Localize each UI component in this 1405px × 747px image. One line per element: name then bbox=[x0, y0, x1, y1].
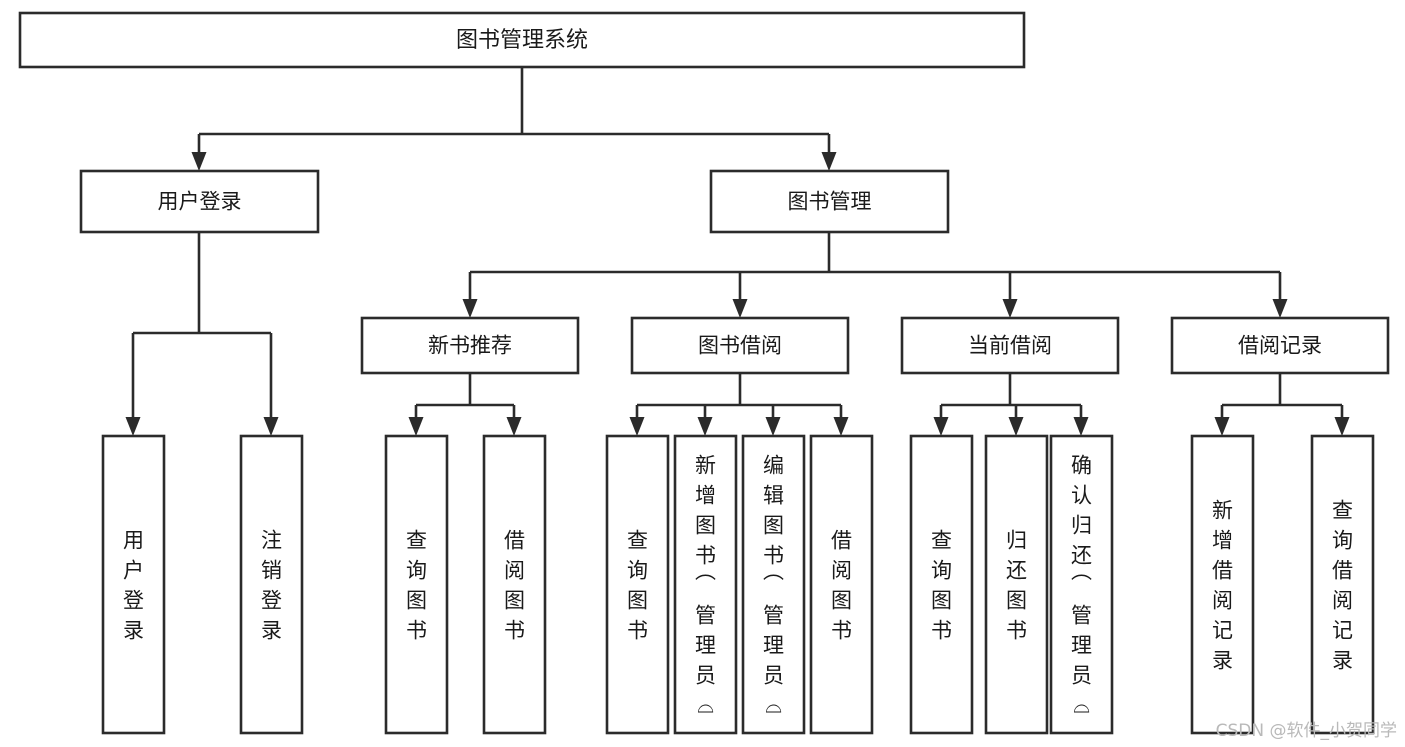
node-box bbox=[741, 434, 806, 735]
node-box bbox=[1049, 434, 1114, 735]
node-label: 查询图书 bbox=[931, 529, 952, 643]
connector-root-to-level1 bbox=[191, 67, 837, 171]
connector-record-to-leaves bbox=[1214, 373, 1350, 436]
node-leaf-query-book-rec[interactable]: 查询图书 bbox=[384, 434, 449, 735]
node-box bbox=[900, 316, 1120, 375]
arrow-head-icon bbox=[1073, 417, 1089, 436]
node-box bbox=[360, 316, 580, 375]
node-box bbox=[79, 169, 320, 234]
connector-borrow-to-leaves bbox=[629, 373, 849, 436]
node-box bbox=[482, 434, 547, 735]
node-label: 查询图书 bbox=[627, 529, 648, 643]
node-label: 确认归还⌒管理员⌓ bbox=[1071, 454, 1092, 718]
node-leaf-add-book-admin[interactable]: 新增图书⌒管理员⌓ bbox=[673, 434, 738, 735]
connector-user-login-to-leaves bbox=[125, 232, 279, 436]
arrow-head-icon bbox=[506, 417, 522, 436]
node-leaf-edit-book-admin[interactable]: 编辑图书⌒管理员⌓ bbox=[741, 434, 806, 735]
node-label: 新书推荐 bbox=[428, 334, 512, 358]
node-leaf-user-login[interactable]: 用户登录 bbox=[101, 434, 166, 735]
node-label: 图书管理系统 bbox=[456, 28, 588, 53]
connectors-layer bbox=[125, 67, 1350, 436]
node-root[interactable]: 图书管理系统 bbox=[18, 11, 1026, 69]
node-label: 用户登录 bbox=[123, 529, 144, 643]
node-box bbox=[1310, 434, 1375, 735]
arrow-head-icon bbox=[125, 417, 141, 436]
arrow-head-icon bbox=[933, 417, 949, 436]
node-box bbox=[384, 434, 449, 735]
arrow-head-icon bbox=[263, 417, 279, 436]
connector-recommend-to-leaves bbox=[408, 373, 522, 436]
node-new-book-recommend[interactable]: 新书推荐 bbox=[360, 316, 580, 375]
arrow-head-icon bbox=[462, 299, 478, 318]
node-leaf-query-book-cur[interactable]: 查询图书 bbox=[909, 434, 974, 735]
node-box bbox=[984, 434, 1049, 735]
node-leaf-query-borrow-record[interactable]: 查询借阅记录 bbox=[1310, 434, 1375, 735]
connector-book-manage-to-level2 bbox=[462, 232, 1288, 318]
arrow-head-icon bbox=[821, 152, 837, 171]
csdn-watermark: CSDN @软件_小贺同学 bbox=[1215, 721, 1397, 741]
node-current-borrow[interactable]: 当前借阅 bbox=[900, 316, 1120, 375]
node-label: 新增借阅记录 bbox=[1212, 499, 1233, 673]
node-label: 图书管理 bbox=[788, 190, 872, 214]
arrow-head-icon bbox=[1334, 417, 1350, 436]
node-leaf-borrow-book-rec[interactable]: 借阅图书 bbox=[482, 434, 547, 735]
node-leaf-return-book[interactable]: 归还图书 bbox=[984, 434, 1049, 735]
node-label: 图书借阅 bbox=[698, 334, 782, 358]
node-box bbox=[809, 434, 874, 735]
node-label: 编辑图书⌒管理员⌓ bbox=[763, 454, 784, 718]
arrow-head-icon bbox=[629, 417, 645, 436]
arrow-head-icon bbox=[191, 152, 207, 171]
node-label: 注销登录 bbox=[261, 529, 282, 643]
arrow-head-icon bbox=[833, 417, 849, 436]
arrow-head-icon bbox=[1008, 417, 1024, 436]
arrow-head-icon bbox=[1272, 299, 1288, 318]
node-book-manage[interactable]: 图书管理 bbox=[709, 169, 950, 234]
arrow-head-icon bbox=[732, 299, 748, 318]
arrow-head-icon bbox=[765, 417, 781, 436]
node-box bbox=[709, 169, 950, 234]
node-box bbox=[605, 434, 670, 735]
node-borrow-record[interactable]: 借阅记录 bbox=[1170, 316, 1390, 375]
node-box bbox=[18, 11, 1026, 69]
node-box bbox=[673, 434, 738, 735]
arrow-head-icon bbox=[1002, 299, 1018, 318]
node-leaf-confirm-return-admin[interactable]: 确认归还⌒管理员⌓ bbox=[1049, 434, 1114, 735]
node-label: 查询借阅记录 bbox=[1332, 499, 1353, 673]
node-label: 新增图书⌒管理员⌓ bbox=[695, 454, 716, 718]
arrow-head-icon bbox=[408, 417, 424, 436]
node-box bbox=[1190, 434, 1255, 735]
node-label: 借阅图书 bbox=[504, 529, 525, 643]
node-label: 用户登录 bbox=[158, 190, 242, 214]
connector-current-to-leaves bbox=[933, 373, 1089, 436]
node-box bbox=[630, 316, 850, 375]
node-box bbox=[1170, 316, 1390, 375]
node-box bbox=[239, 434, 304, 735]
node-box bbox=[101, 434, 166, 735]
nodes-layer: 图书管理系统用户登录图书管理新书推荐图书借阅当前借阅借阅记录用户登录注销登录查询… bbox=[18, 11, 1390, 735]
node-leaf-query-book-borrow[interactable]: 查询图书 bbox=[605, 434, 670, 735]
node-label: 查询图书 bbox=[406, 529, 427, 643]
node-label: 归还图书 bbox=[1006, 529, 1027, 643]
arrow-head-icon bbox=[1214, 417, 1230, 436]
arrow-head-icon bbox=[697, 417, 713, 436]
node-label: 借阅图书 bbox=[831, 529, 852, 643]
node-label: 借阅记录 bbox=[1238, 334, 1322, 358]
node-book-borrow[interactable]: 图书借阅 bbox=[630, 316, 850, 375]
node-user-login[interactable]: 用户登录 bbox=[79, 169, 320, 234]
node-box bbox=[909, 434, 974, 735]
node-leaf-add-borrow-record[interactable]: 新增借阅记录 bbox=[1190, 434, 1255, 735]
node-label: 当前借阅 bbox=[968, 334, 1052, 358]
node-leaf-borrow-book[interactable]: 借阅图书 bbox=[809, 434, 874, 735]
node-leaf-user-logout[interactable]: 注销登录 bbox=[239, 434, 304, 735]
